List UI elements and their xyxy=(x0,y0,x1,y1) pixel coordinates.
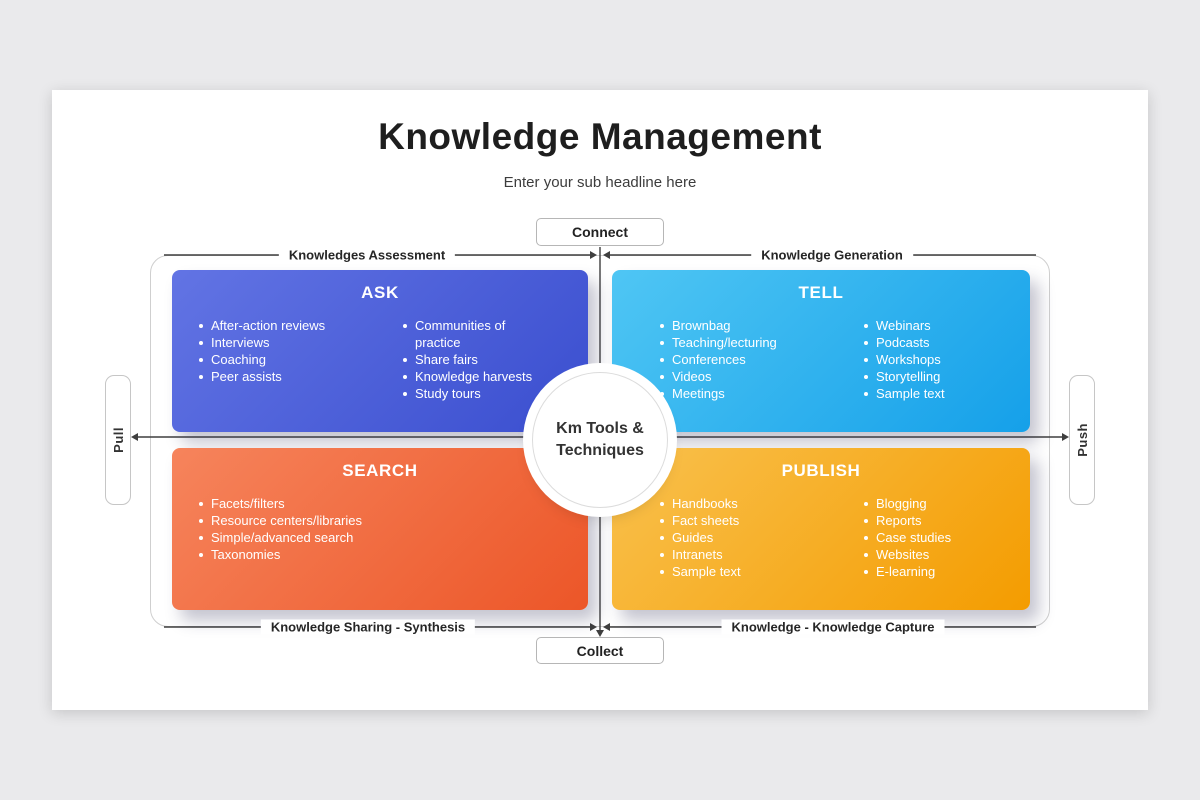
quadrant-tell: TELL Brownbag Teaching/lecturing Confere… xyxy=(612,270,1030,432)
list-item: Videos xyxy=(658,368,862,385)
list-item: Knowledge harvests xyxy=(401,368,553,385)
center-node: Km Tools & Techniques xyxy=(532,372,668,508)
list-item: After-action reviews xyxy=(197,317,401,334)
list-item: Peer assists xyxy=(197,368,401,385)
axis-label-bottom-left: Knowledge Sharing - Synthesis xyxy=(260,619,476,635)
list-item: Sample text xyxy=(862,385,1014,402)
list-item: Fact sheets xyxy=(658,512,862,529)
list-item: Communities of practice xyxy=(401,317,553,351)
list-item: Share fairs xyxy=(401,351,553,368)
list-item: Storytelling xyxy=(862,368,1014,385)
quadrant-ask: ASK After-action reviews Interviews Coac… xyxy=(172,270,588,432)
center-node-label-line2: Techniques xyxy=(556,442,644,459)
list-item: Coaching xyxy=(197,351,401,368)
list-item: Podcasts xyxy=(862,334,1014,351)
quadrant-title: PUBLISH xyxy=(781,461,861,480)
list-item: Websites xyxy=(862,546,1014,563)
quadrant-publish: PUBLISH Handbooks Fact sheets Guides Int… xyxy=(612,448,1030,610)
list-item: Study tours xyxy=(401,385,553,402)
pull-node: Pull xyxy=(105,375,131,505)
bullet-list: Communities of practice Share fairs Know… xyxy=(401,317,553,402)
list-item: Interviews xyxy=(197,334,401,351)
list-item: Simple/advanced search xyxy=(197,529,477,546)
bullet-list: Facets/filters Resource centers/librarie… xyxy=(197,495,477,563)
push-node: Push xyxy=(1069,375,1095,505)
quadrant-title: SEARCH xyxy=(342,461,418,480)
page-title: Knowledge Management xyxy=(378,116,822,157)
list-item: Teaching/lecturing xyxy=(658,334,862,351)
list-item: Resource centers/libraries xyxy=(197,512,477,529)
list-item: Facets/filters xyxy=(197,495,477,512)
quadrant-title: TELL xyxy=(798,283,844,302)
quadrant-title: ASK xyxy=(361,283,399,302)
list-item: Taxonomies xyxy=(197,546,477,563)
pull-node-label: Pull xyxy=(110,427,126,453)
list-item: Brownbag xyxy=(658,317,862,334)
list-item: Case studies xyxy=(862,529,1014,546)
bullet-list: Blogging Reports Case studies Websites E… xyxy=(862,495,1014,580)
list-item: Guides xyxy=(658,529,862,546)
list-item: Meetings xyxy=(658,385,862,402)
page-subtitle: Enter your sub headline here xyxy=(503,174,697,191)
center-node-label-line1: Km Tools & xyxy=(556,420,644,438)
slide-canvas: Knowledge Management Enter your sub head… xyxy=(52,90,1148,710)
list-item: Blogging xyxy=(862,495,1014,512)
axis-label-top-right: Knowledge Generation xyxy=(751,247,913,263)
axis-label-top-left: Knowledges Assessment xyxy=(278,247,456,263)
bullet-list: Handbooks Fact sheets Guides Intranets S… xyxy=(658,495,862,580)
list-item: Workshops xyxy=(862,351,1014,368)
list-item: Sample text xyxy=(658,563,862,580)
connect-node: Connect xyxy=(536,218,664,246)
collect-node: Collect xyxy=(536,637,664,664)
bullet-list: After-action reviews Interviews Coaching… xyxy=(197,317,401,402)
list-item: E-learning xyxy=(862,563,1014,580)
push-node-label: Push xyxy=(1074,423,1090,457)
quadrant-search: SEARCH Facets/filters Resource centers/l… xyxy=(172,448,588,610)
bullet-list: Brownbag Teaching/lecturing Conferences … xyxy=(658,317,862,402)
list-item: Webinars xyxy=(862,317,1014,334)
list-item: Conferences xyxy=(658,351,862,368)
list-item: Reports xyxy=(862,512,1014,529)
axis-label-bottom-right: Knowledge - Knowledge Capture xyxy=(721,619,945,635)
bullet-list: Webinars Podcasts Workshops Storytelling… xyxy=(862,317,1014,402)
list-item: Intranets xyxy=(658,546,862,563)
list-item: Handbooks xyxy=(658,495,862,512)
